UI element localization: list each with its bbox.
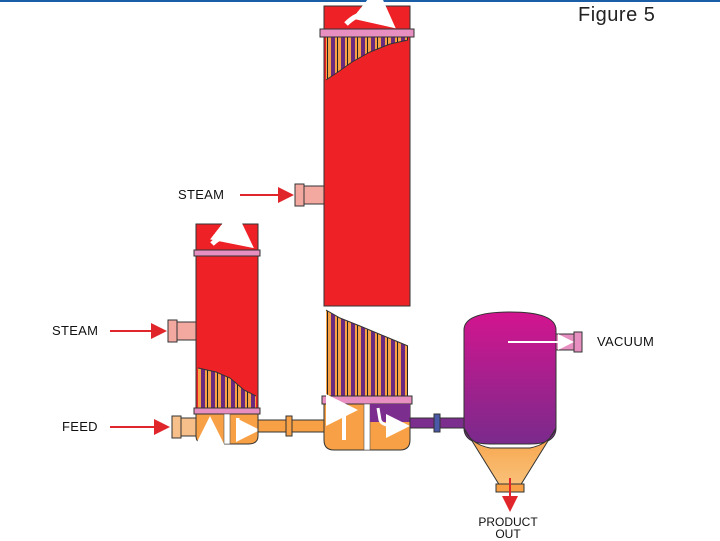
steam-label-short: STEAM [52, 323, 99, 338]
flow-arrow-out-tall [376, 407, 410, 438]
separator-vessel [463, 311, 557, 493]
flow-arrow-up-tall [325, 394, 358, 440]
product-out-label: PRODUCT OUT [466, 516, 550, 540]
vapor-pipe [409, 413, 465, 433]
flow-arrow-out-short [236, 418, 260, 442]
product-label-line2: OUT [495, 527, 521, 541]
vacuum-label: VACUUM [597, 334, 655, 349]
short-evaporator-column [193, 223, 261, 445]
steam-label-tall: STEAM [178, 187, 225, 202]
figure-title: Figure 5 [578, 4, 656, 26]
flow-arrow-top-tall [344, 0, 396, 29]
product-label-line1: PRODUCT [478, 515, 538, 529]
feed-label: FEED [62, 419, 98, 434]
tall-evaporator-column [319, 5, 415, 451]
steam-inlet-nozzle [303, 185, 325, 205]
steam-inlet-nozzle-short [175, 321, 197, 341]
feed-inlet-nozzle [179, 417, 197, 437]
transfer-pipe [257, 415, 325, 437]
flow-arrow-top-short [210, 207, 254, 249]
